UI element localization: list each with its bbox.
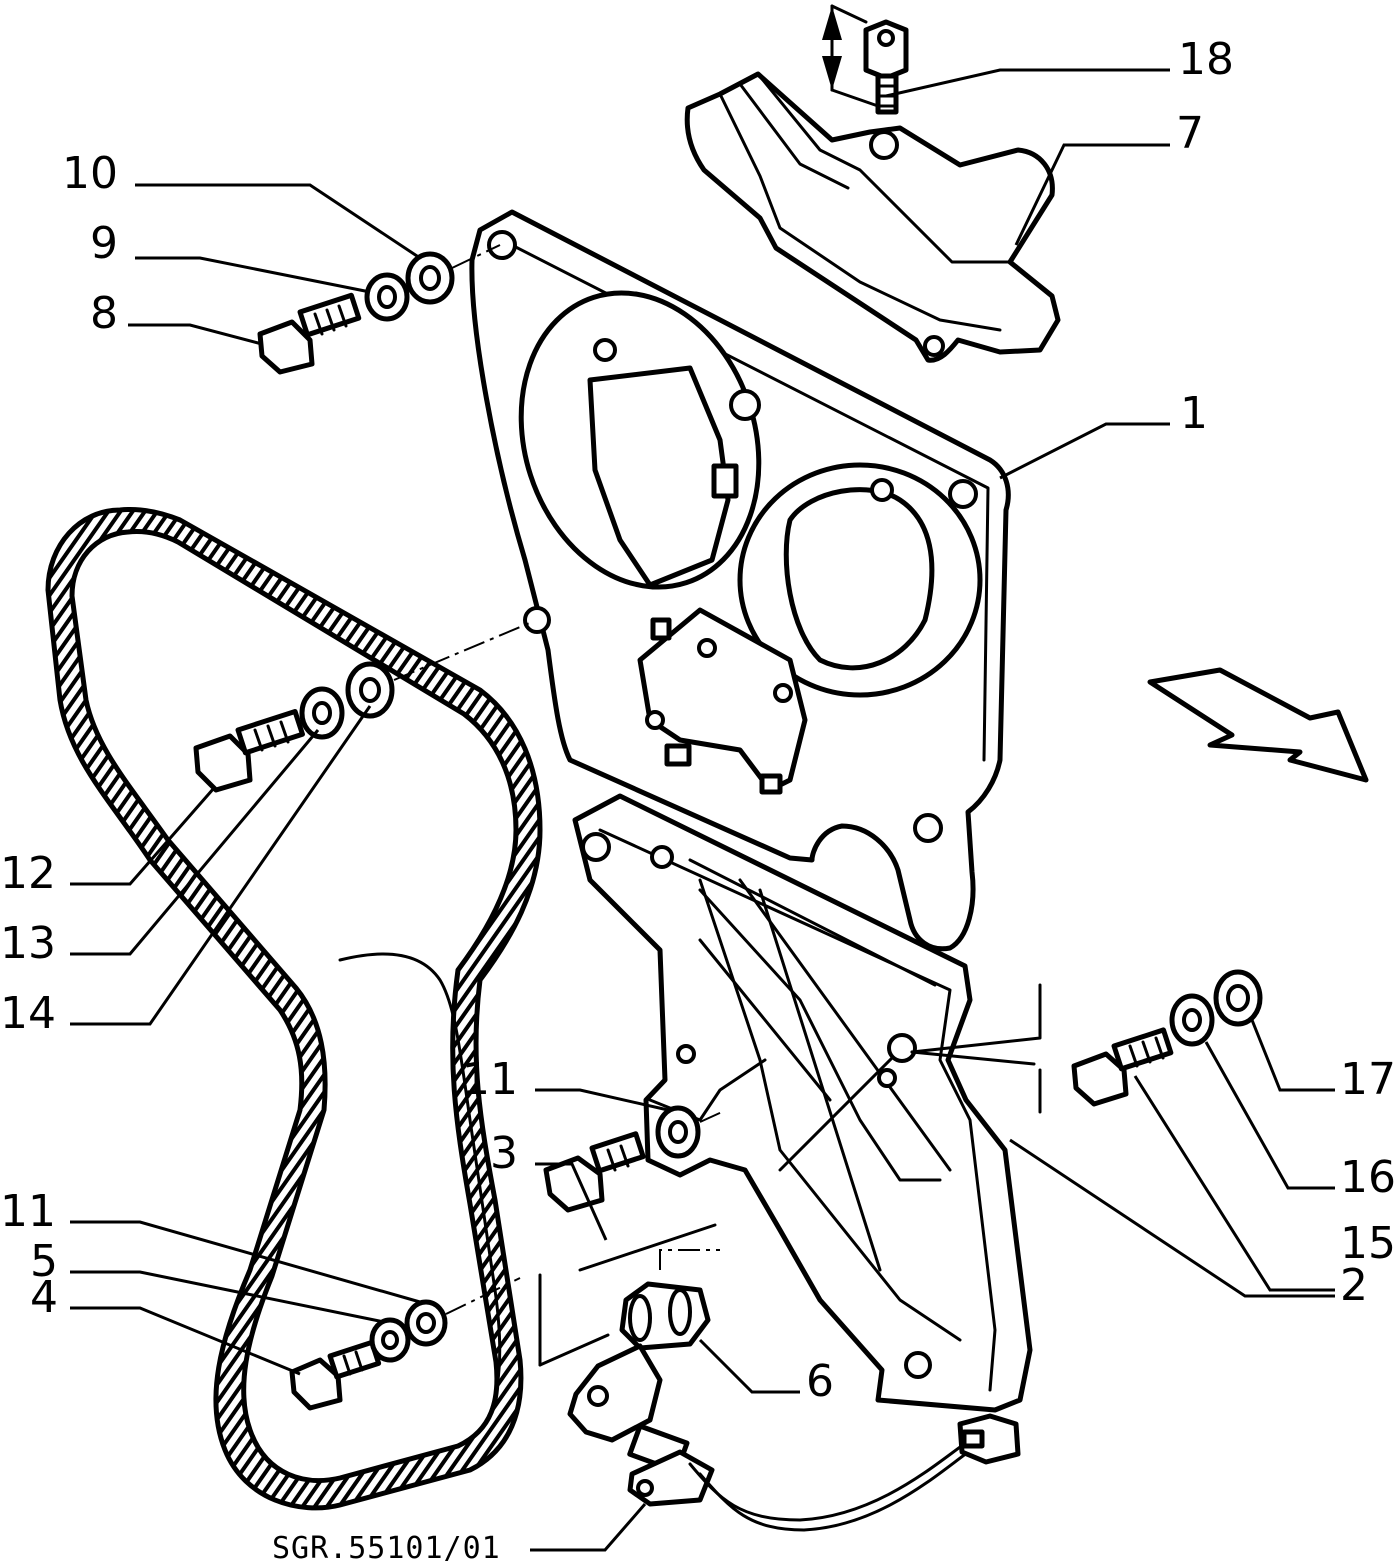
top-cover-part-7 — [684, 71, 1061, 363]
bolt-group-15-16-17 — [910, 969, 1263, 1114]
callout-18: 18 — [1178, 34, 1234, 85]
callout-16: 16 — [1340, 1152, 1396, 1203]
leader-lines — [70, 68, 1335, 1552]
callout-12: 12 — [0, 848, 56, 899]
reference-code: SGR.55101/01 — [272, 1531, 501, 1562]
lower-timing-cover-part-2 — [572, 793, 1033, 1413]
callout-2: 2 — [1340, 1260, 1368, 1311]
callout-4: 4 — [30, 1272, 58, 1323]
callout-1: 1 — [1180, 388, 1208, 439]
stud-part-18 — [822, 4, 909, 115]
timing-belt — [45, 507, 543, 1511]
callout-3: 3 — [490, 1128, 518, 1179]
bolt-group-8-9-10 — [257, 244, 501, 375]
callout-6: 6 — [806, 1356, 834, 1407]
bolt-group-4-5-11 — [289, 1277, 521, 1411]
upper-timing-cover-part-1 — [469, 209, 1011, 952]
callout-9: 9 — [90, 218, 118, 269]
callout-17: 17 — [1340, 1054, 1396, 1105]
sensor-part-6 — [538, 1223, 1021, 1532]
callout-5: 5 — [30, 1236, 58, 1287]
callout-13: 13 — [0, 918, 56, 969]
callout-14: 14 — [0, 988, 56, 1039]
callout-8: 8 — [90, 288, 118, 339]
callout-11-upper: 11 — [462, 1054, 518, 1105]
callout-15: 15 — [1340, 1218, 1396, 1269]
bolt-group-3-11 — [543, 1105, 723, 1213]
callout-labels: 18 7 10 9 8 1 12 13 14 11 3 11 5 4 17 16… — [0, 34, 1396, 1562]
callout-10: 10 — [62, 148, 118, 199]
callout-7: 7 — [1176, 108, 1204, 159]
callout-11-lower: 11 — [0, 1186, 56, 1237]
direction-arrow-icon — [1147, 667, 1369, 783]
bolt-group-12-13-14 — [193, 621, 533, 793]
